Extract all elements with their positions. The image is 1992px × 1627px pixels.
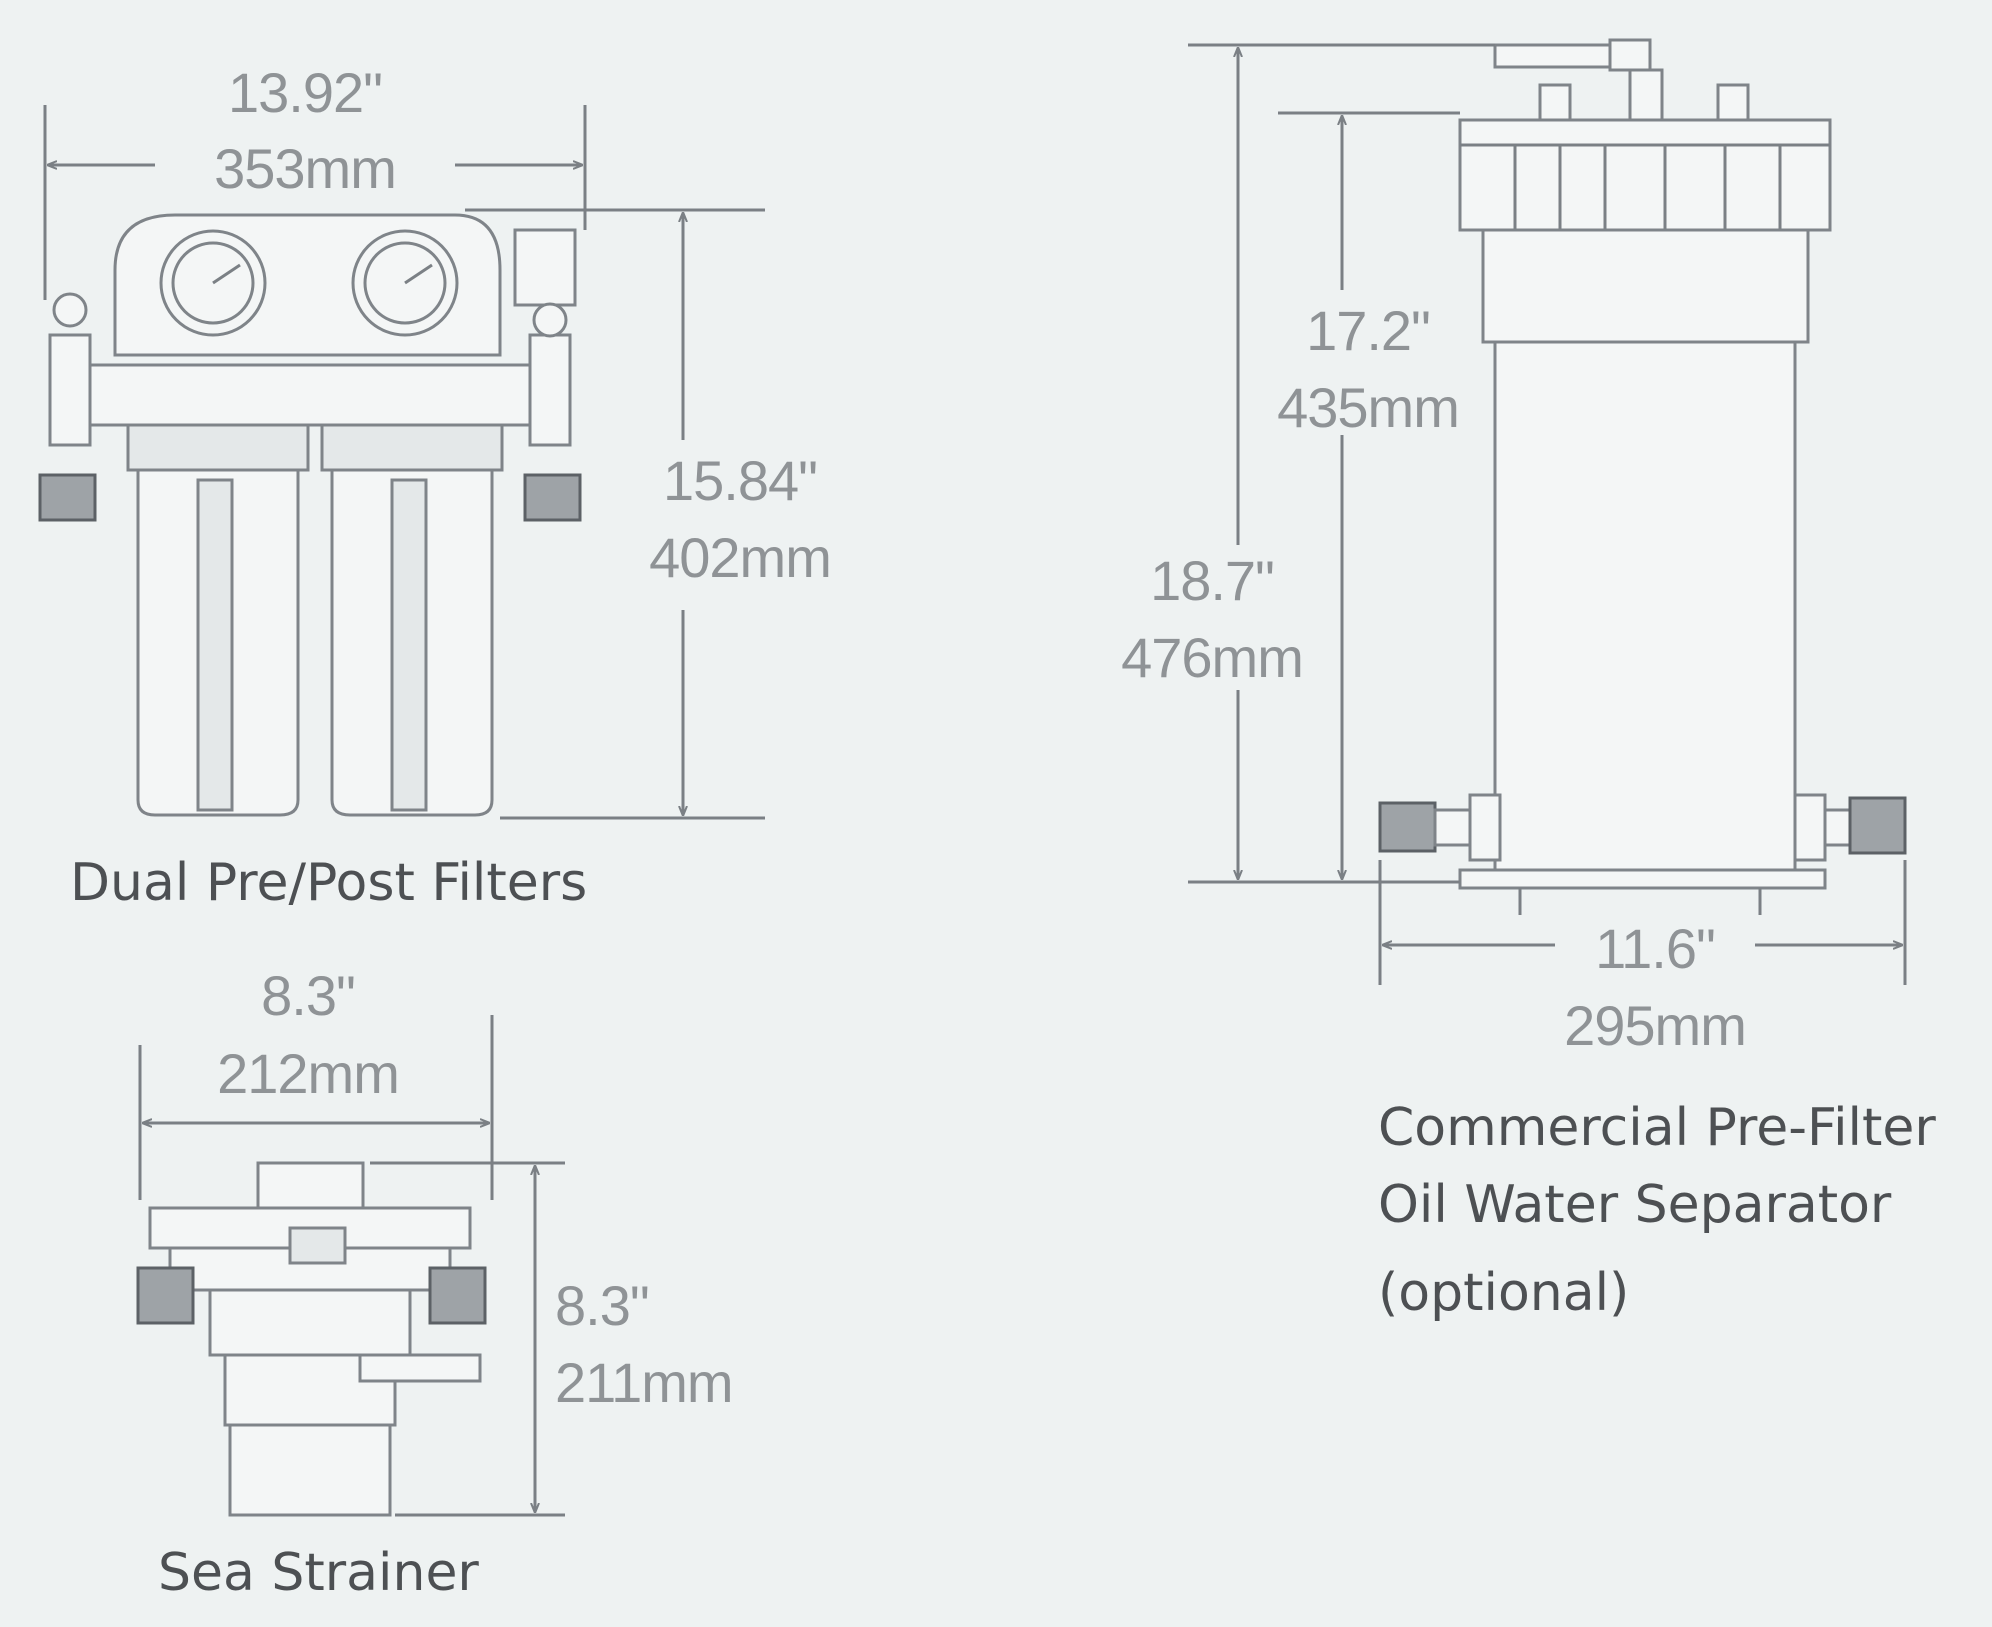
dual-height-mm: 402mm: [649, 526, 831, 589]
dual-filters-caption: Dual Pre/Post Filters: [70, 853, 587, 913]
oil-water-separator-drawing: [1378, 38, 1907, 915]
dual-filters-drawing: [38, 213, 582, 817]
separator-caption-line-3: (optional): [1378, 1263, 1629, 1323]
separator-width-inches: 11.6": [1595, 917, 1715, 980]
dual-height-inches: 15.84": [663, 449, 817, 512]
pressure-gauge-icon: [159, 229, 267, 337]
sea-strainer-caption: Sea Strainer: [158, 1543, 479, 1603]
dual-width-mm: 353mm: [214, 137, 396, 200]
strainer-height-inches: 8.3": [555, 1274, 649, 1337]
strainer-height-mm: 211mm: [555, 1351, 733, 1414]
strainer-width-mm: 212mm: [217, 1042, 399, 1105]
sea-strainer-drawing: [136, 1161, 487, 1517]
separator-caption-line-2: Oil Water Separator: [1378, 1175, 1892, 1235]
separator-body-height-mm: 435mm: [1277, 376, 1459, 439]
separator-overall-height-mm: 476mm: [1121, 626, 1303, 689]
separator-body-height-inches: 17.2": [1306, 299, 1430, 362]
strainer-width-inches: 8.3": [261, 964, 355, 1027]
separator-overall-height-inches: 18.7": [1150, 549, 1274, 612]
separator-width-mm: 295mm: [1564, 994, 1746, 1057]
separator-caption-line-1: Commercial Pre-Filter: [1378, 1098, 1936, 1158]
pressure-gauge-icon: [351, 229, 459, 337]
dual-width-inches: 13.92": [228, 61, 382, 124]
